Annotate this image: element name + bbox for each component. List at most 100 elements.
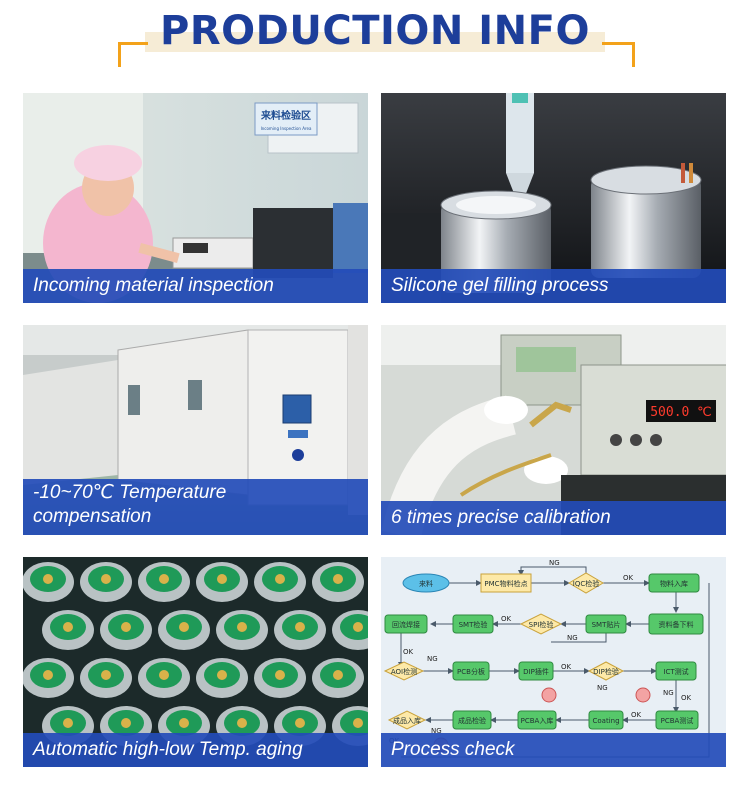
encoder-hub [101,670,111,680]
label-ng-6: NG [431,727,442,735]
node-spi [519,613,563,635]
node-dip [518,661,554,681]
label-ng-2: NG [567,634,578,642]
node-smt-store [648,613,704,635]
label-ok-6: OK [631,711,642,719]
node-rework-label: 回流焊接 [392,620,420,629]
node-smt-check-label: SMT检验 [459,620,488,629]
node-pcb-label: PCB分板 [457,667,485,676]
panel-calibration: 500.0 ℃ 6 times precise calibration [381,325,726,535]
title-bracket-right [610,42,635,67]
node-ship-label: 成品入库 [393,716,421,725]
node-smt [585,614,627,634]
panel-aging: Automatic high-low Temp. aging [23,557,368,767]
panel-caption: Incoming material inspection [23,269,368,303]
panel-caption: Process check [381,733,726,767]
encoder-hub [121,622,131,632]
encoder-hub [159,670,169,680]
flowchart-nodes: 来料 PMC物料检点 IQC检验 物料入库 资料备下料 SMT贴片 SPI检验 … [383,572,704,753]
encoder-hub [101,574,111,584]
encoder-hub [217,670,227,680]
calibration-photo: 500.0 ℃ [381,325,726,535]
panel-temperature-compensation: -10~70℃ Temperature compensation [23,325,368,535]
node-smt-label: SMT贴片 [592,620,621,629]
node-pcba-test [655,710,699,730]
node-coating [588,710,624,730]
encoder-hub [63,622,73,632]
encoder-hub [159,574,169,584]
label-ok-2: OK [501,615,512,623]
node-iqc-label: IQC检验 [573,579,599,588]
encoder-hub [43,670,53,680]
node-repair-2 [635,687,651,703]
node-aoi [383,661,425,681]
label-ng-4: NG [597,684,608,692]
probe-cable [529,401,572,428]
equipment-rack [253,208,333,278]
encoder-hub [63,718,73,728]
node-spi-label: SPI检验 [529,620,554,629]
label-ok-3: OK [403,648,414,656]
sensor-housing-right [591,178,701,278]
node-ict-label: ICT测试 [663,667,688,676]
encoder-hub [179,718,189,728]
process-flowchart: 来料 PMC物料检点 IQC检验 物料入库 资料备下料 SMT贴片 SPI检验 … [381,557,726,767]
node-start [402,573,450,593]
encoder-hub [295,718,305,728]
panel-caption: Automatic high-low Temp. aging [23,733,368,767]
node-smt-store-label: 资料备下料 [659,620,694,629]
caption-line-1: -10~70℃ Temperature [33,482,227,503]
page-title: PRODUCTION INFO [160,8,590,54]
node-ship [387,710,427,730]
label-ok-4: OK [561,663,572,671]
encoder-hub [295,622,305,632]
node-pcba-in [517,710,557,730]
label-ng-5: NG [663,689,674,697]
label-ok-5: OK [681,694,692,702]
encoder-hub [217,574,227,584]
node-pcba-test-label: PCBA测试 [661,716,694,725]
panel-incoming-inspection: 来料检验区 Incoming Inspection Area Incoming … [23,93,368,303]
node-ict [655,661,697,681]
encoder-hub [179,622,189,632]
encoder-hub [333,670,343,680]
node-rework [384,614,428,634]
node-warehouse-label: 物料入库 [660,579,688,588]
node-start-label: 来料 [419,579,433,588]
node-pcb [452,661,490,681]
node-warehouse [648,573,700,593]
encoder-hub [121,718,131,728]
node-pcba-in-label: PCBA入库 [521,716,554,725]
node-coating-label: Coating [592,717,619,725]
area-sign-text: 来料检验区 [260,109,311,122]
encoder-hub [275,574,285,584]
title-band [145,32,605,52]
label-ok-1: OK [623,574,634,582]
encoder-hub [275,670,285,680]
worker-cap [74,145,142,181]
encoder-hub [237,622,247,632]
node-aoi-label: AOI检测 [391,667,417,676]
control-panel-screen [282,394,312,424]
panel-caption: 6 times precise calibration [381,501,726,535]
node-iqc [568,572,604,594]
panel-caption: -10~70℃ Temperature compensation [23,479,368,535]
meter-display: 500.0 ℃ [650,405,712,420]
area-sign [254,102,318,136]
panel-caption: Silicone gel filling process [381,269,726,303]
caption-line-2: compensation [33,506,152,527]
label-ng-3: NG [427,655,438,663]
panel-process-check: 来料 PMC物料检点 IQC检验 物料入库 资料备下料 SMT贴片 SPI检验 … [381,557,726,767]
node-dip-check [587,661,625,681]
node-repair-1 [541,687,557,703]
label-ng-1: NG [549,559,560,567]
title-bracket-left [118,42,143,67]
syringe [506,93,534,173]
node-dip-label: DIP插件 [523,667,549,676]
encoder-hub [43,574,53,584]
node-pmc [480,573,532,593]
node-smt-check [452,614,494,634]
header: PRODUCTION INFO [0,0,750,80]
gloved-hand [484,396,528,424]
encoder-hub [353,718,363,728]
